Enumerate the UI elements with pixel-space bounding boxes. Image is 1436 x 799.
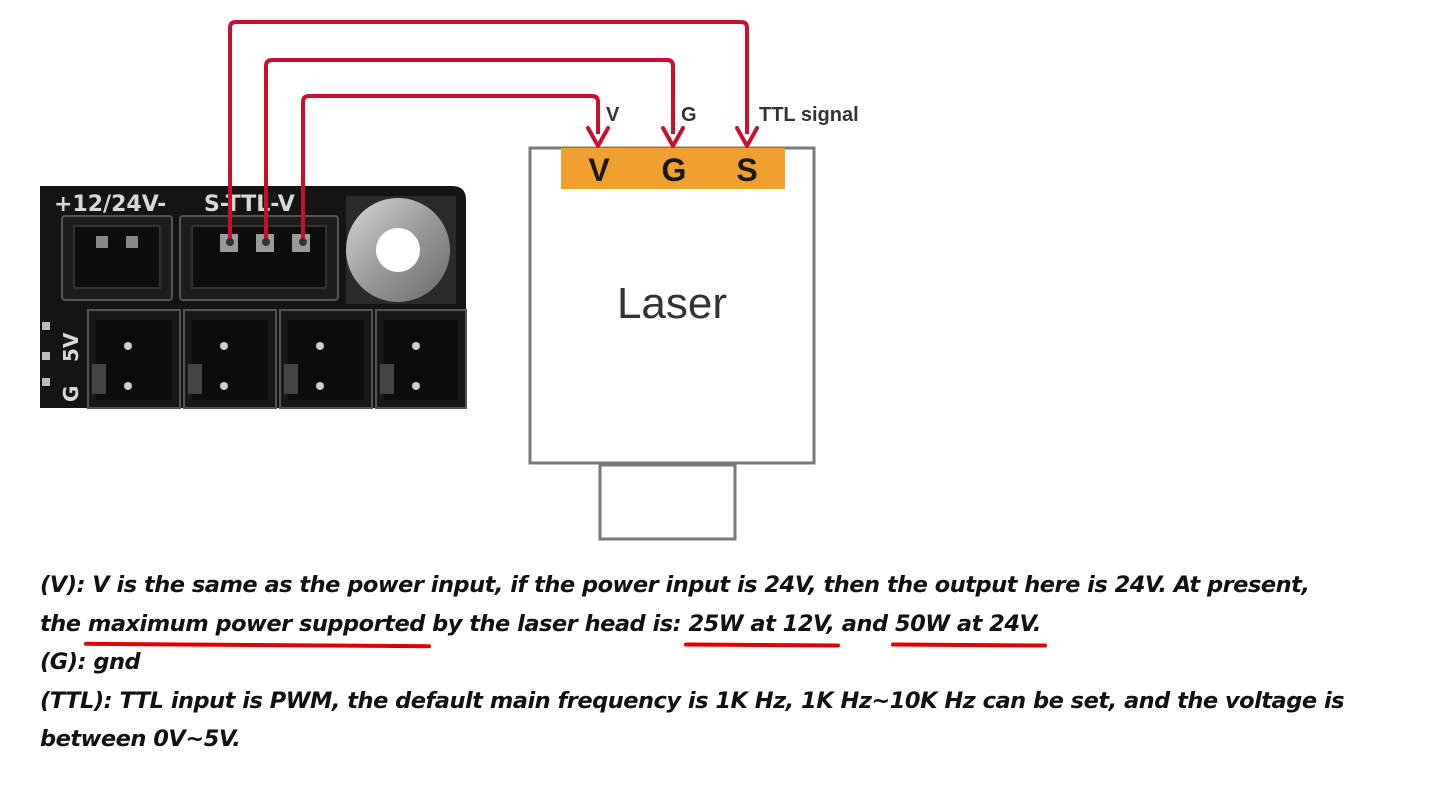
pin-v-label: V <box>588 152 610 188</box>
wire-v <box>301 94 600 242</box>
description-text: (V): V is the same as the power input, i… <box>40 566 1420 759</box>
wires <box>226 20 759 246</box>
wire-ttl <box>228 20 749 242</box>
highlight-50w: 50W at 24V. <box>895 605 1042 644</box>
laser-nozzle <box>598 463 737 541</box>
arrow-v <box>586 126 610 148</box>
controller-board: +12/24V- S-TTL-V 5V G <box>40 186 467 409</box>
power-connector <box>61 215 173 301</box>
board-label-g: G <box>59 386 83 402</box>
board-label-ttl: S-TTL-V <box>204 192 295 217</box>
pin-g-label: G <box>662 152 687 188</box>
description-v: (V): V is the same as the power input, i… <box>40 566 1420 605</box>
description-ttl-voltage-text: between 0V~5V. <box>40 726 241 752</box>
description-ttl-text: (TTL): TTL input is PWM, the default mai… <box>40 687 1345 714</box>
description-g-text: (G): gnd <box>40 649 141 675</box>
board-label-5v: 5V <box>59 332 83 362</box>
arrow-ttl <box>735 126 759 148</box>
bottom-connectors <box>87 309 467 409</box>
wire-label-v: V <box>606 104 620 126</box>
description-text-segment: the <box>40 610 88 637</box>
wire-label-g: G <box>681 104 697 126</box>
pin-s-label: S <box>736 152 757 188</box>
laser-module: V G S Laser <box>528 146 816 541</box>
highlight-25w: 25W at 12V, <box>688 605 835 644</box>
description-text-segment: and <box>834 610 895 637</box>
highlight-max-power: maximum power supported <box>88 605 425 644</box>
mounting-screw <box>346 196 456 304</box>
description-ttl-voltage: between 0V~5V. <box>40 720 1420 759</box>
pin-header <box>561 148 785 189</box>
wire-label-ttl: TTL signal <box>759 104 859 126</box>
board-label-power: +12/24V- <box>54 192 166 217</box>
description-v-text: (V): V is the same as the power input, i… <box>40 572 1310 598</box>
description-text-segment: by the laser head is: <box>424 610 689 637</box>
ttl-connector <box>179 215 339 301</box>
laser-body <box>528 146 816 465</box>
wire-g <box>264 58 675 242</box>
laser-title: Laser <box>617 279 727 328</box>
description-v-power: the maximum power supported by the laser… <box>40 605 1420 644</box>
description-g: (G): gnd <box>40 643 1420 682</box>
description-ttl: (TTL): TTL input is PWM, the default mai… <box>40 682 1420 721</box>
arrow-g <box>661 126 685 148</box>
